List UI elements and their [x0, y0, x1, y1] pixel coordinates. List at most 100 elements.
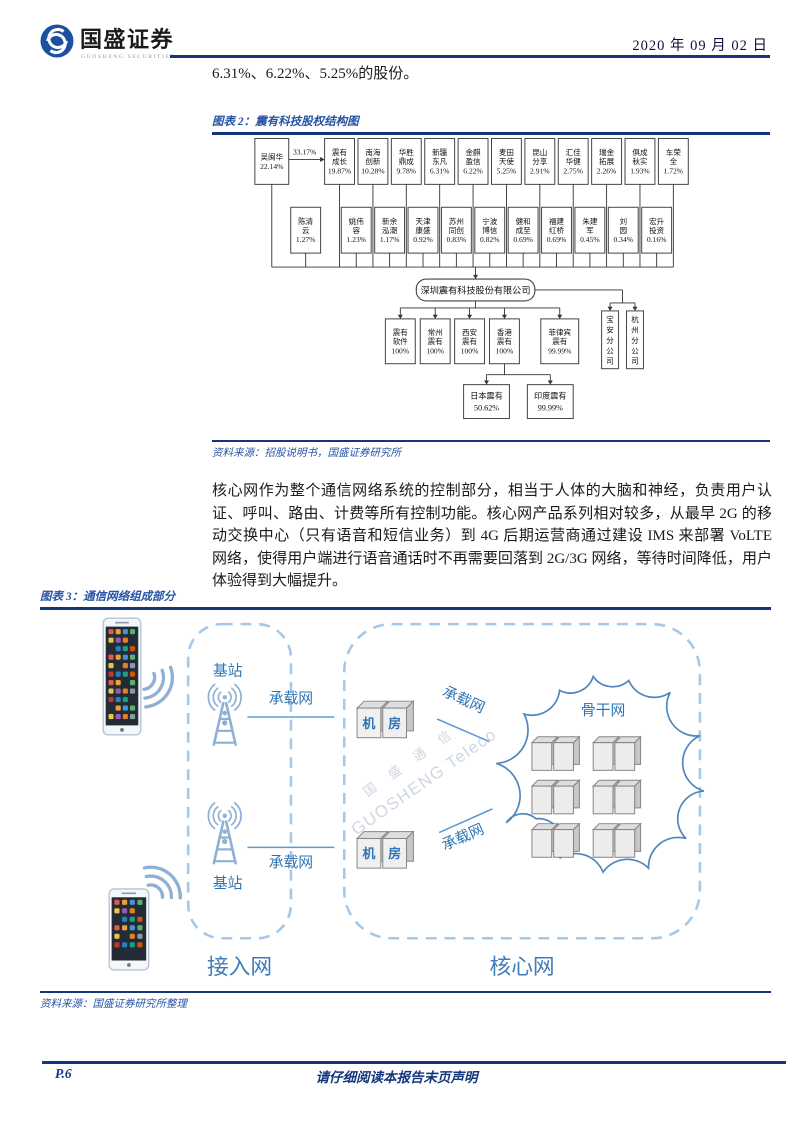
logo-circle-icon — [40, 24, 74, 58]
svg-text:机: 机 — [363, 715, 376, 730]
svg-text:宏升: 宏升 — [649, 215, 665, 225]
svg-text:19.87%: 19.87% — [328, 166, 352, 175]
figure3-bottom-rule — [40, 990, 771, 993]
svg-text:华健: 华健 — [566, 156, 582, 166]
svg-text:22.14%: 22.14% — [260, 161, 284, 170]
svg-text:云: 云 — [302, 225, 310, 234]
svg-text:10.28%: 10.28% — [361, 166, 385, 175]
figure3-top-rule — [40, 607, 771, 610]
machine-room-icon-top: 机房 — [355, 699, 415, 738]
svg-text:康盛: 康盛 — [415, 224, 431, 234]
svg-text:姚伟: 姚伟 — [349, 215, 365, 225]
bearer-network-label-top: 承载网 — [269, 690, 313, 707]
svg-text:安: 安 — [606, 324, 614, 334]
svg-text:0.45%: 0.45% — [580, 235, 600, 244]
svg-text:成至: 成至 — [516, 224, 532, 234]
server-cubes-icon — [530, 735, 581, 771]
figure2-source: 资料来源：招股说明书，国盛证券研究所 — [212, 447, 401, 459]
svg-text:创新: 创新 — [365, 156, 381, 166]
svg-text:秋实: 秋实 — [632, 156, 648, 166]
svg-text:香港: 香港 — [497, 326, 513, 336]
svg-text:1.93%: 1.93% — [630, 166, 650, 175]
svg-text:0.83%: 0.83% — [447, 235, 467, 244]
report-date: 2020 年 09 月 02 日 — [632, 38, 768, 54]
company-name: 深圳震有科技股份有限公司 — [421, 284, 531, 295]
control-arrow-label: 33.17% — [293, 147, 317, 156]
svg-text:司: 司 — [606, 356, 614, 365]
svg-text:汇佳: 汇佳 — [566, 147, 582, 157]
svg-text:投资: 投资 — [649, 224, 665, 234]
svg-text:6.31%: 6.31% — [430, 166, 450, 175]
shareholder-row1: 吴闽华22.14%震有成长19.87%南海创新10.28%华胜鼎成9.78%新疆… — [254, 137, 689, 267]
svg-text:鼎成: 鼎成 — [399, 156, 415, 166]
shareholder-row2: 陈清云1.27%姚伟容1.23%新余泓潮1.17%天津康盛0.92%苏州同创0.… — [290, 206, 673, 267]
footer-divider — [42, 1061, 786, 1064]
svg-text:车荣: 车荣 — [666, 147, 682, 157]
svg-text:房: 房 — [388, 846, 401, 861]
svg-text:震有: 震有 — [497, 336, 513, 346]
svg-text:全: 全 — [670, 156, 678, 166]
server-cubes-icon — [530, 821, 581, 858]
access-network-label: 接入网 — [207, 953, 272, 978]
bearer-network-label-diag-bottom: 承载网 — [439, 820, 486, 854]
svg-text:新疆: 新疆 — [432, 147, 448, 157]
svg-text:5.25%: 5.25% — [497, 166, 517, 175]
figure3-title: 图表 3：通信网络组成部分 — [40, 591, 176, 603]
svg-text:1.72%: 1.72% — [664, 166, 684, 175]
svg-text:机: 机 — [363, 846, 376, 861]
subsidiaries: 震有软件100%常州震有100%西安震有100%香港震有100%菲律宾震有99.… — [384, 300, 580, 364]
svg-text:100%: 100% — [461, 346, 479, 355]
svg-text:2.91%: 2.91% — [530, 166, 550, 175]
brand-logo: 国盛证券 GUOSHENG SECURITIES — [40, 24, 174, 60]
svg-text:震有: 震有 — [428, 336, 444, 346]
svg-text:公: 公 — [631, 346, 639, 355]
zones — [186, 622, 702, 940]
svg-text:陈清: 陈清 — [298, 215, 314, 225]
svg-text:泓潮: 泓潮 — [382, 224, 398, 234]
connector-bus — [271, 266, 674, 279]
svg-text:金麒: 金麒 — [466, 147, 482, 157]
svg-text:分: 分 — [606, 335, 614, 344]
svg-text:华胜: 华胜 — [399, 147, 415, 157]
svg-text:拓展: 拓展 — [599, 156, 615, 166]
network-diagram: 国 盛 通 信GUOSHENG Teleco基站基站承载网承载网机房机房承载网承… — [102, 617, 705, 978]
server-cubes-icon — [530, 778, 581, 814]
svg-text:麦田: 麦田 — [499, 147, 514, 157]
shareholder-box: 刘园0.34% — [607, 206, 639, 254]
svg-text:99.99%: 99.99% — [548, 346, 572, 355]
bearer-network-label-bottom: 承载网 — [269, 854, 313, 871]
signal-waves-icon-bottom — [142, 865, 182, 899]
svg-text:震有: 震有 — [552, 336, 568, 346]
footer-disclaimer: 请仔细阅读本报告末页声明 — [315, 1070, 478, 1085]
svg-text:朱建: 朱建 — [582, 215, 598, 225]
base-station-antenna-icon-bottom — [207, 801, 242, 864]
svg-text:99.99%: 99.99% — [538, 403, 563, 412]
base-station-label-top: 基站 — [213, 662, 243, 679]
svg-text:昆山: 昆山 — [532, 147, 547, 157]
svg-text:成长: 成长 — [332, 156, 348, 166]
backbone-cloud: 骨干网 — [496, 674, 705, 874]
svg-text:1.17%: 1.17% — [380, 235, 400, 244]
svg-text:0.92%: 0.92% — [413, 235, 433, 244]
svg-text:1.23%: 1.23% — [346, 235, 366, 244]
backbone-network-label: 骨干网 — [581, 703, 625, 719]
header-divider — [170, 55, 770, 58]
svg-text:园: 园 — [619, 225, 627, 234]
bearer-network-label-diag-top: 承载网 — [440, 683, 487, 717]
